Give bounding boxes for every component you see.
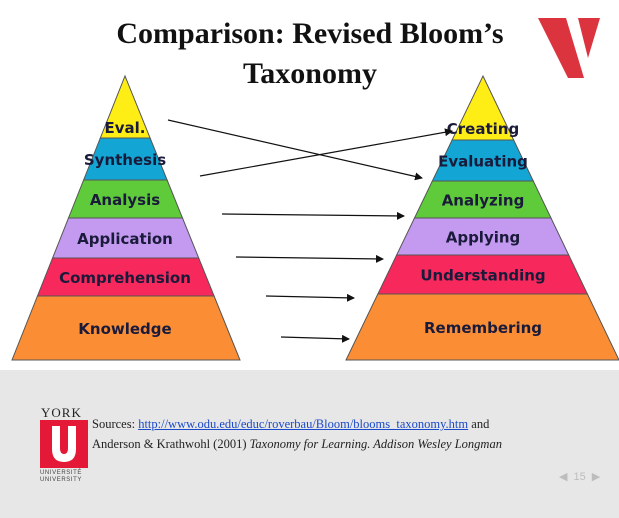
- revised-bloom-pyramid: CreatingEvaluatingAnalyzingApplyingUnder…: [345, 74, 619, 361]
- revised-level-remembering: [345, 293, 619, 361]
- slide-pager: ◀ 15 ▶: [556, 470, 603, 483]
- original-label-analysis: Analysis: [90, 191, 160, 209]
- sources-prefix: Sources:: [92, 417, 139, 431]
- arrow-eval-to-evaluating: [167, 119, 423, 181]
- york-caption-line-1: UNIVERSITÉ: [40, 470, 83, 476]
- revised-label-creating: Creating: [447, 120, 519, 138]
- next-slide-icon[interactable]: ▶: [591, 471, 601, 483]
- title-line-1: Comparison: Revised Bloom’s: [116, 17, 504, 50]
- sources-suffix: and: [468, 417, 490, 431]
- original-label-application: Application: [77, 230, 173, 248]
- sources-line-2: Anderson & Krathwohl (2001) Taxonomy for…: [92, 434, 612, 454]
- revised-label-understanding: Understanding: [420, 267, 545, 285]
- revised-label-analyzing: Analyzing: [442, 192, 525, 210]
- original-label-eval: Eval.: [105, 119, 146, 137]
- citation-italic: Taxonomy for Learning. Addison Wesley Lo…: [249, 437, 502, 451]
- arrow-comprehension-to-understanding: [265, 293, 355, 302]
- sources-link[interactable]: http://www.odu.edu/educ/roverbau/Bloom/b…: [138, 417, 469, 431]
- arrow-application-to-applying: [235, 254, 384, 263]
- york-logo-word: YORK: [41, 405, 82, 420]
- original-label-synthesis: Synthesis: [84, 151, 166, 169]
- york-corner-decoration: [538, 18, 600, 78]
- citation-text: Anderson & Krathwohl (2001): [92, 437, 250, 451]
- slide-title: Comparison: Revised Bloom’s Taxonomy: [40, 14, 580, 94]
- title-line-2: Taxonomy: [243, 57, 377, 90]
- original-level-knowledge: [11, 295, 241, 361]
- page-number: 15: [573, 471, 586, 483]
- york-caption-line-2: UNIVERSITY: [40, 477, 83, 483]
- original-bloom-pyramid: Eval. SynthesisAnalysisApplicationCompreh…: [11, 74, 241, 361]
- slide-canvas: Comparison: Revised Bloom’s Taxonomy Eva…: [11, 14, 619, 361]
- mapping-arrows: [167, 119, 453, 343]
- york-logo-caption: UNIVERSITÉ UNIVERSITY: [40, 470, 82, 484]
- prev-slide-icon[interactable]: ◀: [559, 471, 568, 483]
- revised-label-evaluating: Evaluating: [438, 153, 528, 171]
- york-u-logo-icon: [40, 420, 88, 468]
- original-label-comprehension: Comprehension: [59, 269, 191, 287]
- slide-footer: [0, 370, 619, 518]
- arrow-synthesis-to-creating: [199, 128, 453, 177]
- sources-text: Sources: http://www.odu.edu/educ/roverba…: [92, 414, 612, 454]
- revised-label-remembering: Remembering: [424, 319, 542, 337]
- arrow-analysis-to-analyzing: [221, 211, 405, 220]
- sources-line-1: Sources: http://www.odu.edu/educ/roverba…: [92, 414, 612, 434]
- bloom-comparison-diagram: Eval. SynthesisAnalysisApplicationCompreh…: [11, 74, 619, 361]
- arrow-knowledge-to-remembering: [280, 334, 350, 343]
- original-label-knowledge: Knowledge: [78, 320, 171, 338]
- revised-label-applying: Applying: [446, 229, 521, 247]
